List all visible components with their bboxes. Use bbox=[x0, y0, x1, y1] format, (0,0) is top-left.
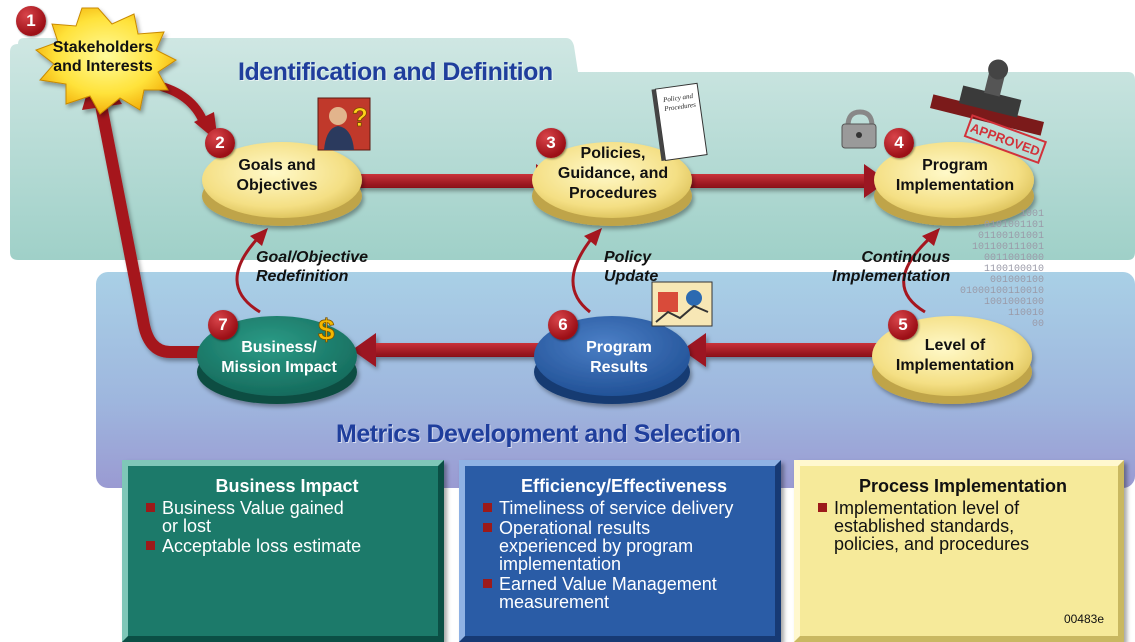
list-item: Implementation level of established stan… bbox=[818, 499, 1108, 553]
process-implementation-list: Implementation level of established stan… bbox=[818, 499, 1108, 553]
goal-redefinition-label: Goal/Objective Redefinition bbox=[256, 249, 369, 285]
loop-arrow-continuous bbox=[902, 228, 940, 314]
node-impact-label: Business/ Mission Impact bbox=[221, 339, 337, 376]
binary-line: 1100100010 bbox=[984, 264, 1044, 275]
step-number-3: 3 bbox=[536, 128, 566, 158]
metrics-band-title: Metrics Development and Selection bbox=[336, 420, 741, 448]
dollar-sign-icon: $ bbox=[318, 314, 336, 348]
policy-update-label: Policy Update bbox=[604, 249, 659, 285]
step-number-1: 1 bbox=[16, 6, 46, 36]
approved-stamp-illustration: APPROVED bbox=[929, 59, 1048, 165]
step-number-2: 2 bbox=[205, 128, 235, 158]
list-item: Business Value gained or lost bbox=[146, 499, 428, 535]
business-impact-box: Business Impact Business Value gained or… bbox=[122, 460, 444, 642]
step-number-4: 4 bbox=[884, 128, 914, 158]
binary-digits-graphic: 1001010100110101100101001101100111001001… bbox=[960, 209, 1044, 330]
binary-line: 0011001000 bbox=[984, 253, 1044, 264]
padlock-illustration bbox=[841, 109, 877, 149]
binary-line: 101100111001 bbox=[972, 242, 1044, 253]
binary-line: 1001 bbox=[1020, 209, 1044, 220]
step-number-5: 5 bbox=[888, 310, 918, 340]
efficiency-effectiveness-title: Efficiency/Effectiveness bbox=[520, 476, 728, 496]
identification-band-title: Identification and Definition bbox=[238, 58, 553, 86]
list-item: Earned Value Management measurement bbox=[483, 575, 765, 611]
process-implementation-box: Process Implementation Implementation le… bbox=[794, 460, 1124, 642]
node-level-label: Level of Implementation bbox=[895, 337, 1015, 374]
svg-text:?: ? bbox=[352, 102, 368, 132]
stakeholders-label: Stakeholders and Interests bbox=[52, 39, 154, 75]
svg-text:$: $ bbox=[318, 314, 335, 347]
disk-implementation bbox=[874, 142, 1034, 226]
node-policies-label: Policies, Guidance, and Procedures bbox=[557, 145, 669, 202]
thinking-man-illustration: ? bbox=[317, 97, 371, 151]
binary-line: 00 bbox=[1032, 319, 1044, 330]
policy-document-illustration: Policy andProcedures bbox=[651, 82, 708, 161]
step-number-6: 6 bbox=[548, 310, 578, 340]
binary-line: 01100101001 bbox=[978, 231, 1044, 242]
node-results-label: Program Results bbox=[586, 339, 652, 376]
stakeholders-starburst bbox=[34, 7, 177, 115]
arrow-results-to-impact bbox=[352, 333, 542, 367]
process-implementation-title: Process Implementation bbox=[858, 476, 1068, 496]
step-number-7: 7 bbox=[208, 310, 238, 340]
binary-line: 1001000100 bbox=[984, 297, 1044, 308]
loop-arrow-goal bbox=[235, 228, 268, 314]
business-impact-title: Business Impact bbox=[215, 476, 359, 496]
continuous-implementation-label: Continuous Implementation bbox=[832, 249, 951, 285]
disk-impact bbox=[197, 316, 357, 404]
disk-goals bbox=[202, 142, 362, 226]
figure-code: 00483e bbox=[1063, 612, 1104, 626]
arrow-level-to-results bbox=[682, 333, 880, 367]
list-item: Timeliness of service delivery bbox=[483, 499, 765, 517]
business-impact-list: Business Value gained or lost Acceptable… bbox=[146, 499, 428, 555]
loop-arrow-policy bbox=[571, 228, 602, 314]
list-item: Acceptable loss estimate bbox=[146, 537, 428, 555]
binary-line: 0101001101 bbox=[984, 220, 1044, 231]
binary-line: 01000100110010 bbox=[960, 286, 1044, 297]
node-implementation-label: Program Implementation bbox=[895, 157, 1015, 194]
node-goals-label: Goals and Objectives bbox=[236, 157, 318, 194]
efficiency-effectiveness-list: Timeliness of service delivery Operation… bbox=[483, 499, 765, 611]
disk-policies bbox=[532, 142, 692, 226]
binary-line: 110010 bbox=[1008, 308, 1044, 319]
binary-line: 001000100 bbox=[990, 275, 1044, 286]
efficiency-effectiveness-box: Efficiency/Effectiveness Timeliness of s… bbox=[459, 460, 781, 642]
results-chart-illustration bbox=[651, 281, 713, 327]
list-item: Operational results experienced by progr… bbox=[483, 519, 765, 573]
